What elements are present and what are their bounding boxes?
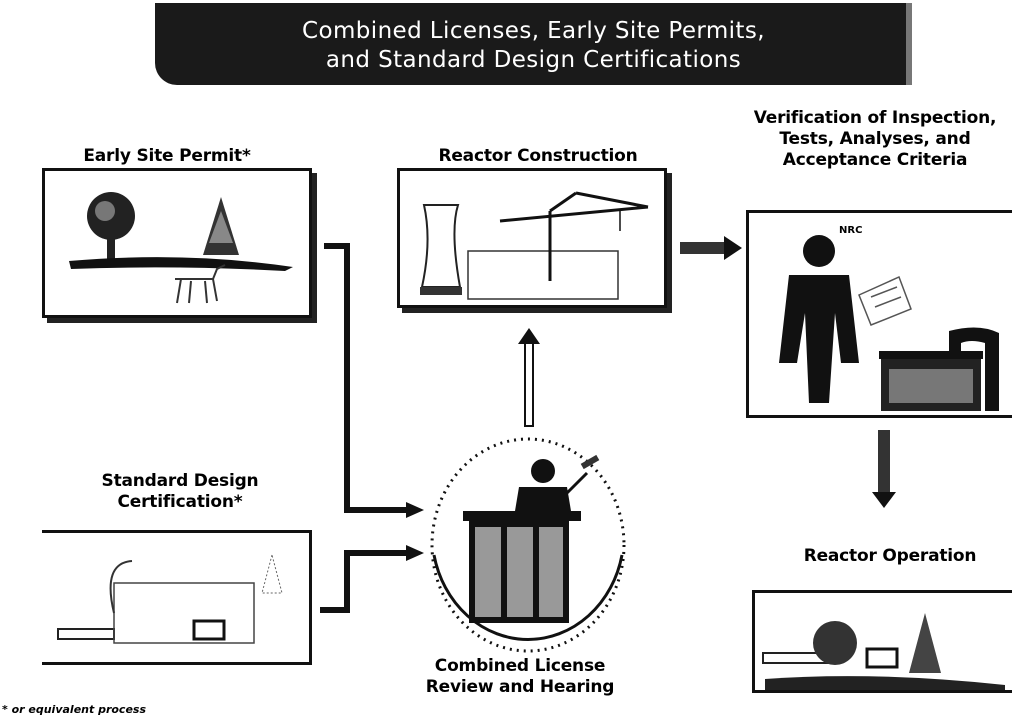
pine-tree-icon — [203, 197, 239, 255]
crane-icon — [499, 191, 649, 281]
generator-box-2 — [865, 647, 899, 669]
inspector-illustration: NRC — [779, 225, 999, 411]
title-line-1: Combined Licenses, Early Site Permits, — [302, 18, 765, 44]
podium-icon — [463, 511, 581, 623]
operation-illustration — [762, 613, 1005, 690]
gavel-icon — [580, 454, 600, 470]
verification-label-line-2: Tests, Analyses, and — [779, 129, 971, 149]
verification-panel: NRC — [746, 210, 1012, 418]
license-circle-bottom — [432, 554, 624, 641]
dome-outline — [109, 560, 133, 614]
arrow-sdc-to-col — [320, 545, 424, 613]
hearing-illustration — [430, 437, 626, 653]
title-line-2: and Standard Design Certifications — [325, 47, 742, 73]
arrow-construction-to-verification — [680, 236, 742, 260]
arrow-col-to-construction — [518, 328, 540, 427]
ground-strip-2 — [765, 676, 1005, 690]
combined-license-label-line-1: Combined License — [434, 656, 606, 676]
early-site-permit-panel — [42, 168, 312, 318]
deer-icon — [175, 264, 226, 304]
verification-label-line-1: Verification of Inspection, — [753, 108, 997, 128]
standard-design-label-line-2: Certification* — [117, 492, 243, 512]
banner-shade — [906, 3, 912, 85]
site-scene-illustration — [69, 192, 293, 304]
tree-icon — [87, 192, 135, 267]
reactor-operation-panel — [752, 590, 1012, 693]
ground-strip — [69, 257, 293, 271]
footnote: * or equivalent process — [2, 703, 147, 716]
verification-label-line-3: Acceptance Criteria — [782, 150, 968, 170]
reactor-construction-label: Reactor Construction — [438, 146, 638, 166]
reactor-construction-panel — [397, 168, 667, 308]
combined-license-label-line-2: Review and Hearing — [425, 677, 615, 697]
standard-design-panel — [42, 530, 312, 665]
nrc-badge: NRC — [839, 225, 862, 236]
combined-license-illustration — [427, 435, 629, 655]
design-illustration — [57, 553, 283, 644]
title-banner: Combined Licenses, Early Site Permits, a… — [155, 3, 912, 85]
construction-illustration — [420, 191, 649, 300]
tower-base — [420, 287, 462, 295]
pine-tree-icon-2 — [909, 613, 941, 673]
verification-label: Verification of Inspection, Tests, Analy… — [735, 108, 1012, 171]
judge-figure — [515, 459, 589, 511]
inspector-figure — [779, 235, 859, 403]
tree-outline — [261, 553, 283, 594]
arrow-verification-to-operation — [872, 430, 896, 508]
reactor-building-icon — [879, 327, 999, 411]
combined-license-label: Combined License Review and Hearing — [410, 656, 630, 698]
clipboard-icon — [858, 275, 912, 326]
generator-box — [192, 619, 226, 641]
standard-design-label-line-1: Standard Design — [101, 471, 259, 491]
tree-icon-2 — [813, 621, 857, 665]
reactor-operation-label: Reactor Operation — [803, 546, 977, 566]
early-site-permit-label: Early Site Permit* — [83, 146, 251, 166]
arrow-esp-to-col — [324, 243, 424, 518]
building-outline — [467, 250, 619, 300]
standard-design-label: Standard Design Certification* — [70, 471, 290, 513]
